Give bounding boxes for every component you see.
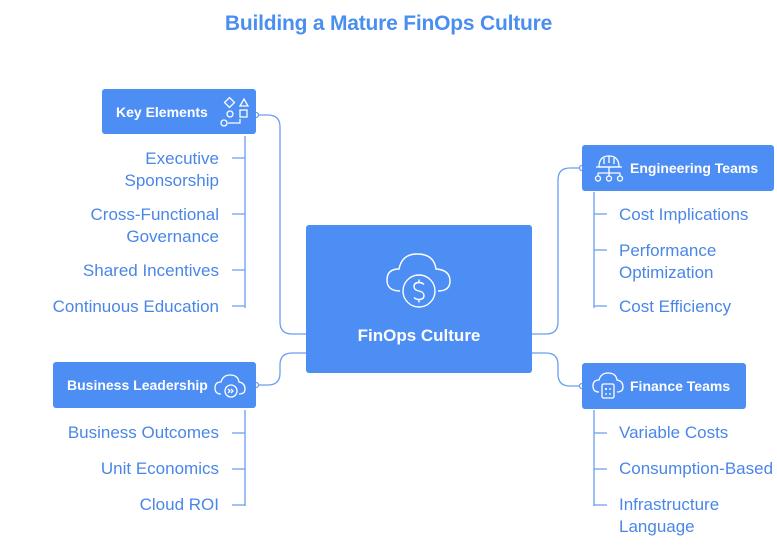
business-leadership-label: Business Leadership (67, 377, 208, 393)
cloud-calculator-icon (592, 372, 624, 399)
cloud-dollar-icon (386, 253, 451, 308)
finops-culture-node: FinOps Culture (306, 225, 532, 373)
list-item: Performance Optimization (619, 241, 717, 282)
list-item: Infrastructure Language (619, 495, 720, 536)
list-item: Unit Economics (100, 459, 219, 478)
finance-teams-label: Finance Teams (630, 378, 731, 394)
key-elements-label: Key Elements (116, 103, 208, 120)
list-item: Cross-Functional Governance (90, 205, 220, 246)
list-item: Executive Sponsorship (124, 149, 219, 190)
finance-teams-node: Finance Teams (582, 363, 746, 409)
shapes-icon (220, 96, 250, 127)
list-item: Variable Costs (619, 423, 729, 442)
list-item: Business Outcomes (67, 423, 219, 442)
key-elements-node: Key Elements (102, 89, 256, 134)
list-item: Cloud ROI (139, 495, 219, 514)
finops-culture-label: FinOps Culture (357, 326, 481, 345)
list-item: Cost Efficiency (619, 297, 732, 316)
cloud-forward-icon (214, 374, 246, 398)
list-item: Continuous Education (52, 297, 219, 316)
list-item: Cost Implications (619, 205, 749, 224)
hardhat-network-icon (594, 155, 624, 182)
business-leadership-node: Business Leadership (53, 362, 256, 408)
engineering-teams-node: Engineering Teams (582, 145, 774, 191)
list-item: Shared Incentives (82, 261, 219, 280)
page-title: Building a Mature FinOps Culture (224, 12, 553, 35)
list-item: Consumption-Based (619, 459, 774, 478)
engineering-teams-label: Engineering Teams (630, 160, 759, 176)
